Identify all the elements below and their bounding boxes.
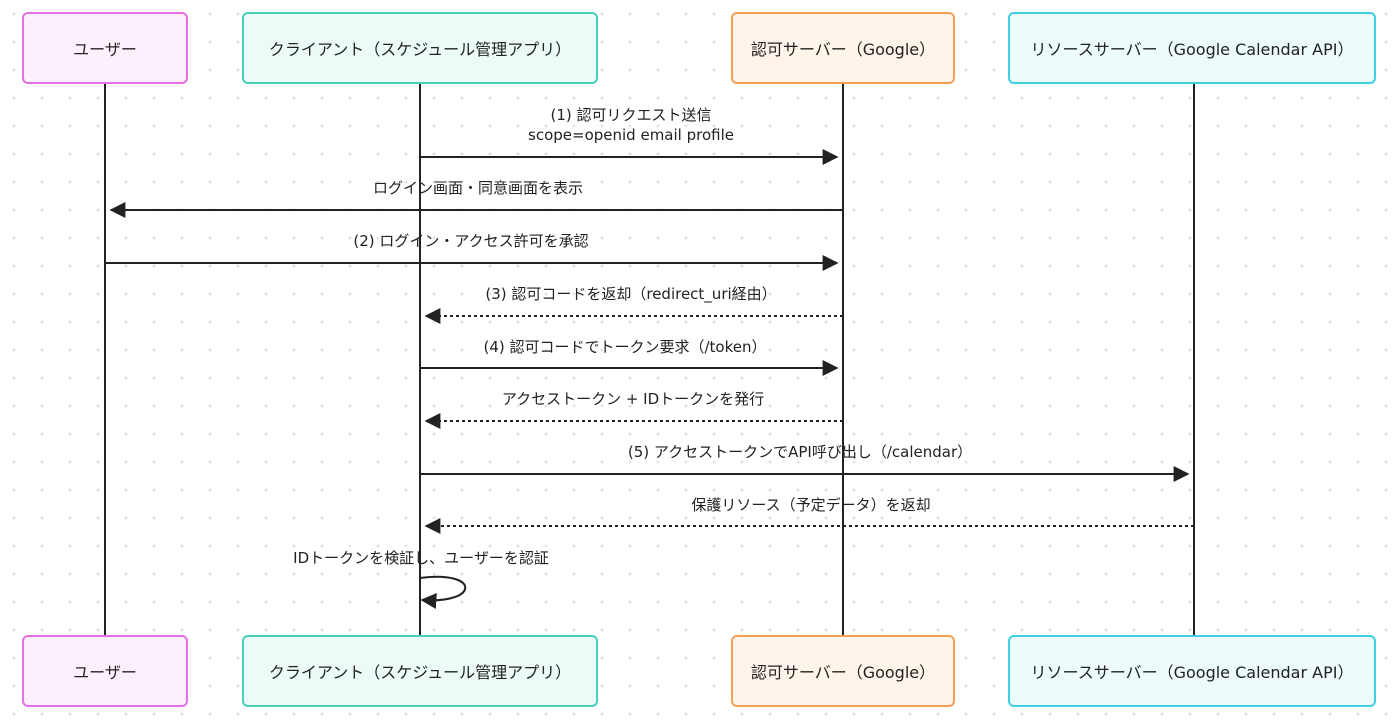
participant-label: クライアント（スケジュール管理アプリ） <box>268 40 572 59</box>
message-label-3: (2) ログイン・アクセス許可を承認 <box>353 232 589 250</box>
participant-resource-server-top: リソースサーバー（Google Calendar API） <box>1008 12 1376 84</box>
message-label-6: アクセストークン + IDトークンを発行 <box>501 390 765 408</box>
participant-label: 認可サーバー（Google） <box>750 40 936 59</box>
participant-user-top: ユーザー <box>22 12 188 84</box>
participant-label: ユーザー <box>73 40 137 59</box>
participant-label: クライアント（スケジュール管理アプリ） <box>268 663 572 682</box>
participant-label: リソースサーバー（Google Calendar API） <box>1030 663 1354 682</box>
message-label-8: 保護リソース（予定データ）を返却 <box>691 496 931 514</box>
message-label-2: ログイン画面・同意画面を表示 <box>372 179 584 197</box>
participant-label: 認可サーバー（Google） <box>750 663 936 682</box>
participant-client-top: クライアント（スケジュール管理アプリ） <box>242 12 598 84</box>
message-label-line: (1) 認可リクエスト送信 <box>550 106 712 124</box>
participant-auth-server-top: 認可サーバー（Google） <box>731 12 955 84</box>
participant-client-bottom: クライアント（スケジュール管理アプリ） <box>242 635 598 707</box>
message-label-4: (3) 認可コードを返却（redirect_uri経由） <box>485 285 777 303</box>
message-label-9: IDトークンを検証し、ユーザーを認証 <box>293 549 549 567</box>
message-label-5: (4) 認可コードでトークン要求（/token） <box>483 338 767 356</box>
message-label-1: (1) 認可リクエスト送信 scope=openid email profile <box>528 105 734 145</box>
message-label-line: scope=openid email profile <box>528 126 734 144</box>
participant-label: リソースサーバー（Google Calendar API） <box>1030 40 1354 59</box>
self-message-arrow <box>419 575 467 609</box>
participant-auth-server-bottom: 認可サーバー（Google） <box>731 635 955 707</box>
participant-label: ユーザー <box>73 663 137 682</box>
participant-user-bottom: ユーザー <box>22 635 188 707</box>
participant-resource-server-bottom: リソースサーバー（Google Calendar API） <box>1008 635 1376 707</box>
message-label-7: (5) アクセストークンでAPI呼び出し（/calendar） <box>627 443 973 461</box>
